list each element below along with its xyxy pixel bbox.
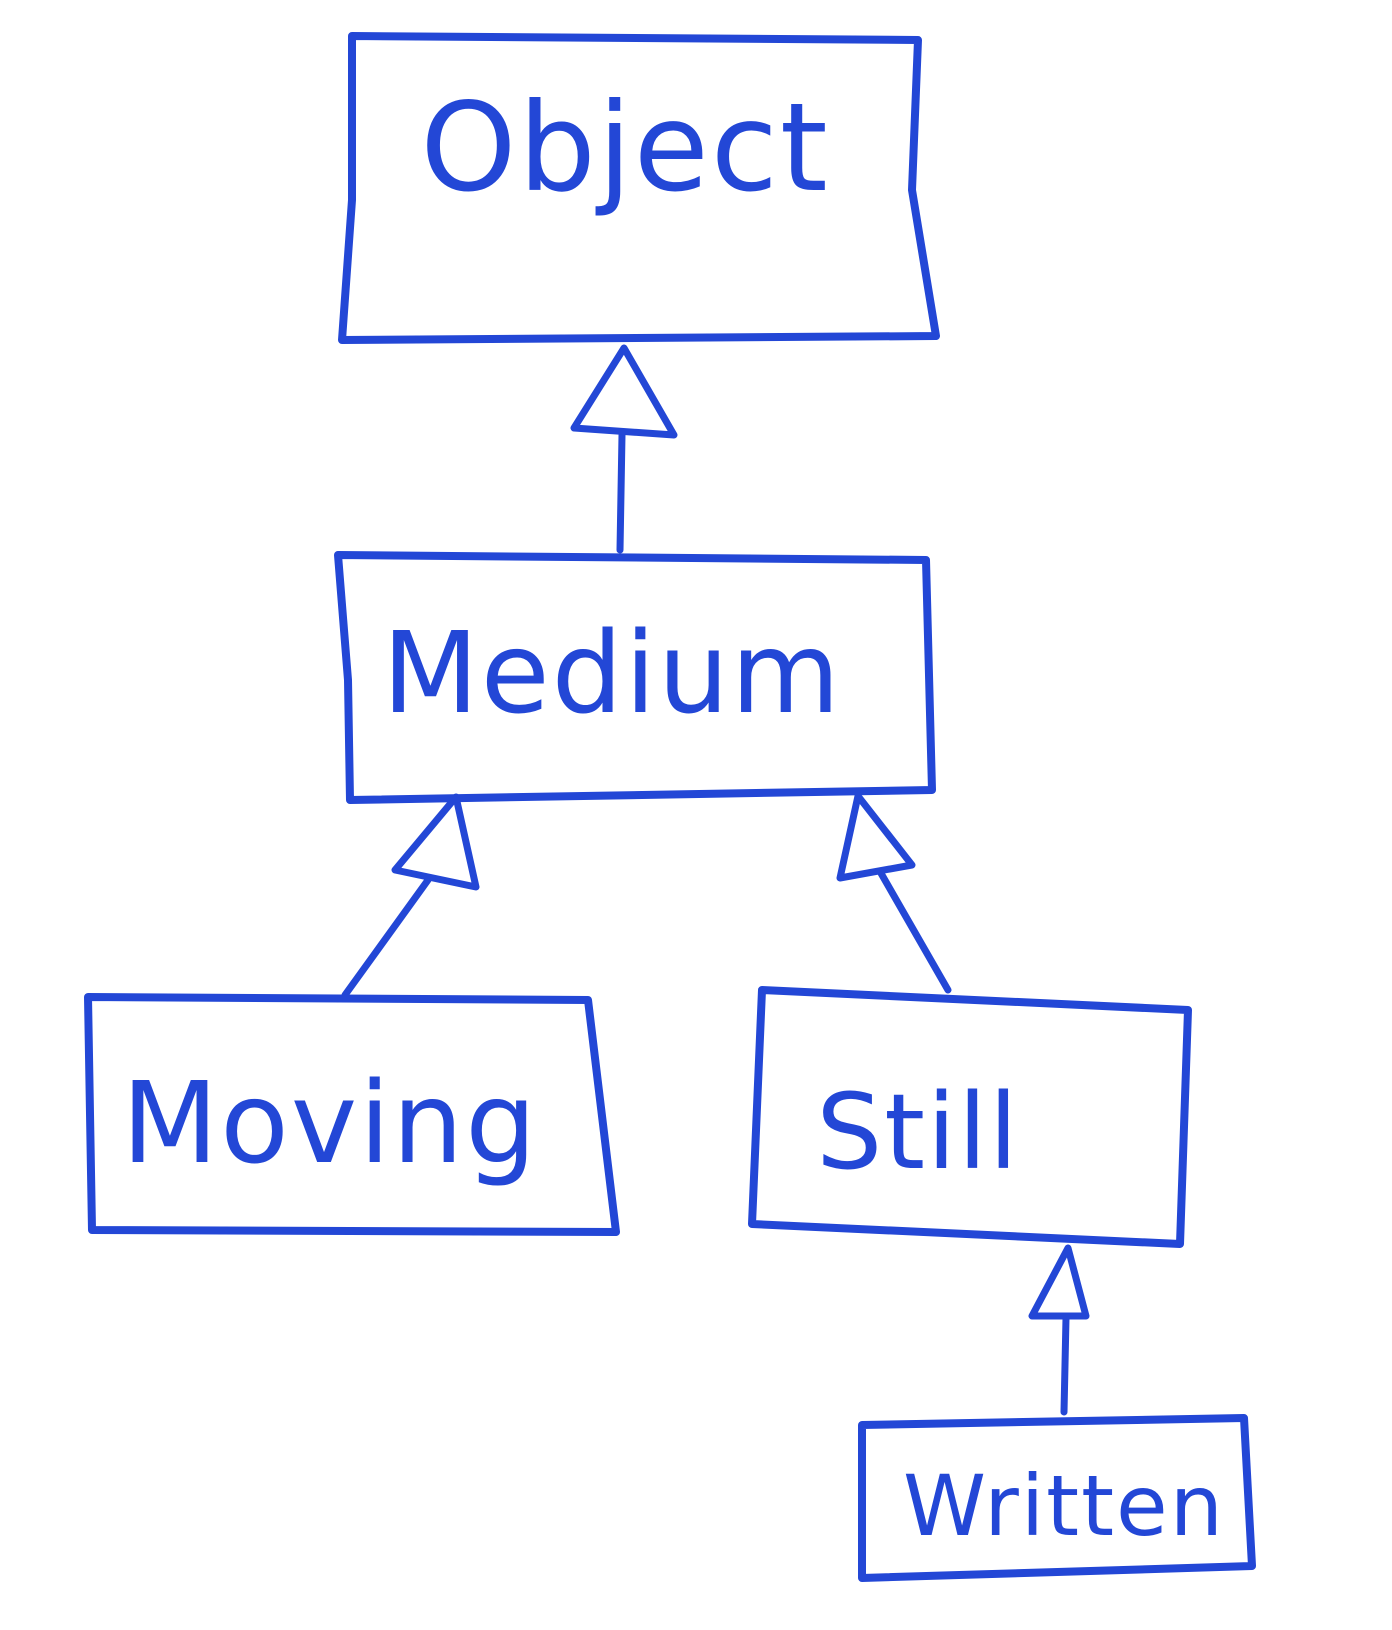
arrowhead-medium-left: [391, 793, 480, 891]
node-still-label: Still: [816, 1071, 1019, 1193]
node-object-label: Object: [420, 77, 829, 219]
node-written-box: [858, 1414, 1256, 1582]
node-still: Still: [748, 986, 1192, 1248]
arrowhead-still: [1028, 1244, 1090, 1320]
node-still-box: [748, 986, 1192, 1248]
edge-moving-to-medium: [341, 876, 432, 999]
edge-medium-to-object: [616, 431, 626, 554]
node-written: Written: [858, 1414, 1256, 1582]
edge-written-to-still: [1060, 1314, 1070, 1416]
node-moving-box: [84, 993, 620, 1236]
node-moving-label: Moving: [122, 1059, 539, 1189]
edge-still-to-medium: [874, 864, 952, 994]
node-medium-label: Medium: [382, 609, 842, 739]
node-object: Object: [338, 32, 940, 344]
node-moving: Moving: [84, 993, 620, 1236]
arrowhead-object: [570, 344, 678, 439]
node-written-label: Written: [903, 1457, 1225, 1555]
node-medium: Medium: [334, 551, 936, 804]
node-object-box: [338, 32, 940, 344]
node-medium-box: [334, 551, 936, 804]
arrowhead-medium-right: [836, 792, 916, 882]
